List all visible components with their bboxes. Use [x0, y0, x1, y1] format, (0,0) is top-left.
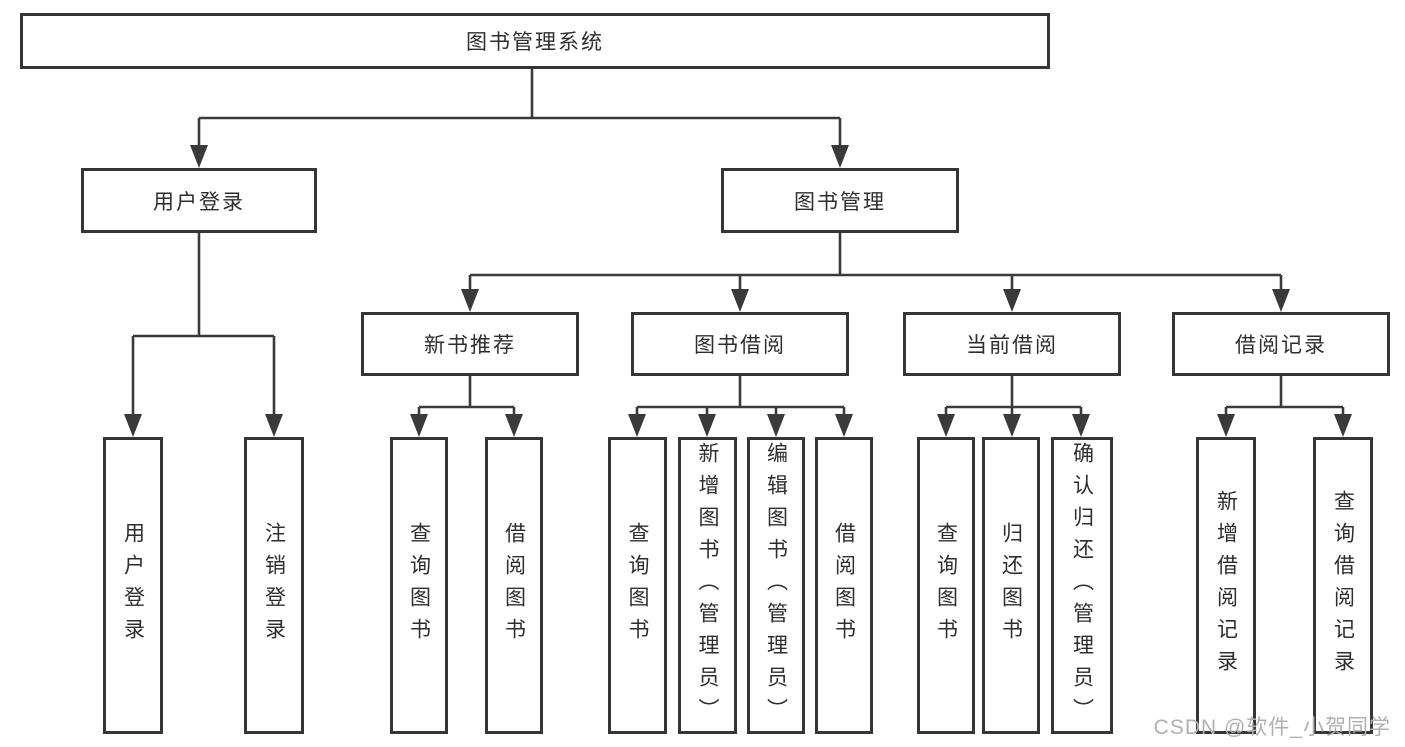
node-label: 新增借阅记录 [1214, 489, 1238, 682]
node-label: 查询借阅记录 [1331, 489, 1355, 682]
node-label: 图书借阅 [694, 334, 786, 357]
leaf-query-books-1: 查询图书 [390, 437, 448, 734]
leaf-return-books: 归还图书 [982, 437, 1040, 734]
node-label: 归还图书 [999, 521, 1023, 650]
leaf-user-login: 用户登录 [103, 437, 163, 734]
connector-book-borrowing-to-leaves [628, 376, 853, 437]
leaf-query-books-2: 查询图书 [608, 437, 667, 734]
connector-root-to-level2 [190, 69, 849, 168]
node-current-borrowing: 当前借阅 [903, 312, 1121, 376]
node-label: 当前借阅 [966, 334, 1058, 357]
node-borrowing-records: 借阅记录 [1172, 312, 1390, 376]
connector-borrowing-records-to-leaves [1217, 376, 1352, 437]
connector-book-management-to-level3 [461, 233, 1290, 312]
connector-user-login-to-leaves [124, 233, 283, 437]
connector-current-borrowing-to-leaves [937, 376, 1090, 437]
leaf-query-borrowing-record: 查询借阅记录 [1313, 437, 1373, 734]
node-label: 新增图书（管理员） [696, 441, 719, 730]
node-label: 新书推荐 [424, 334, 516, 357]
leaf-borrow-books-1: 借阅图书 [485, 437, 543, 734]
node-root-library-management-system: 图书管理系统 [20, 13, 1050, 69]
leaf-logout: 注销登录 [244, 437, 304, 734]
leaf-confirm-return-admin: 确认归还（管理员） [1051, 437, 1113, 734]
node-new-book-recommendation: 新书推荐 [361, 312, 579, 376]
node-label: 借阅图书 [502, 521, 526, 650]
csdn-watermark: CSDN @软件_小贺同学 [1153, 716, 1391, 739]
node-label: 查询图书 [626, 521, 649, 650]
node-book-management: 图书管理 [721, 168, 959, 233]
leaf-edit-books-admin: 编辑图书（管理员） [747, 437, 805, 734]
node-label: 图书管理系统 [466, 31, 604, 54]
node-label: 图书管理 [794, 190, 886, 214]
node-label: 注销登录 [262, 521, 286, 650]
connector-new-books-to-leaves [410, 376, 523, 437]
node-label: 用户登录 [121, 521, 145, 650]
node-book-borrowing: 图书借阅 [631, 312, 849, 376]
leaf-borrow-books-2: 借阅图书 [815, 437, 873, 734]
node-label: 借阅记录 [1235, 334, 1327, 357]
node-label: 查询图书 [407, 521, 431, 650]
leaf-add-books-admin: 新增图书（管理员） [678, 437, 737, 734]
node-label: 查询图书 [934, 521, 958, 650]
node-label: 借阅图书 [832, 521, 856, 650]
node-label: 用户登录 [153, 190, 245, 214]
node-user-login: 用户登录 [81, 168, 317, 233]
leaf-add-borrowing-record: 新增借阅记录 [1196, 437, 1256, 734]
leaf-query-books-3: 查询图书 [917, 437, 975, 734]
node-label: 确认归还（管理员） [1070, 441, 1094, 730]
node-label: 编辑图书（管理员） [764, 441, 788, 730]
